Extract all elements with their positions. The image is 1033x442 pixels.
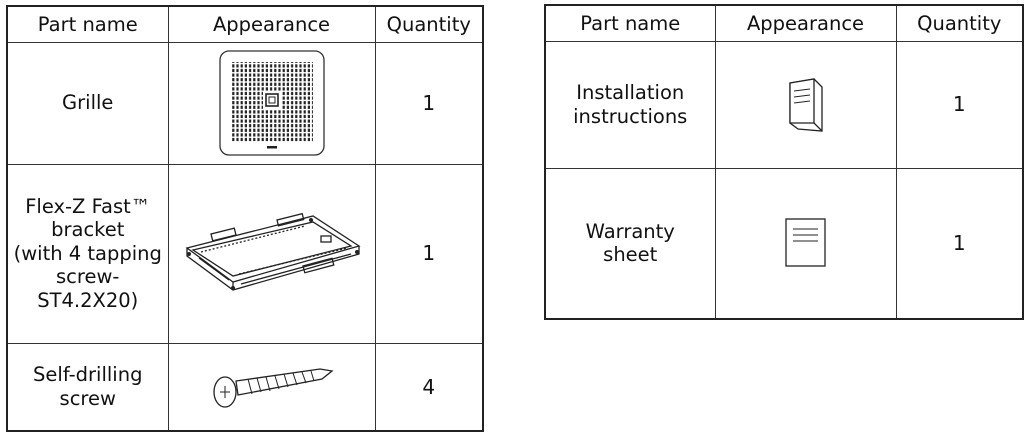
part-name: Grille (62, 91, 114, 115)
appearance-cell (167, 163, 376, 344)
header-quantity: Quantity (895, 4, 1024, 42)
quantity: 1 (422, 241, 436, 266)
table-header-row: Part name Appearance Quantity (544, 4, 1024, 42)
appearance-cell (167, 342, 376, 432)
quantity: 1 (952, 92, 966, 117)
quantity-cell: 1 (895, 40, 1024, 169)
quantity-cell: 1 (895, 167, 1024, 320)
part-name: Installation instructions (573, 81, 688, 128)
quantity: 4 (422, 374, 436, 399)
parts-table-right: Part name Appearance Quantity Installati… (544, 4, 1024, 320)
table-row: Warranty sheet 1 (544, 167, 1024, 320)
table-row: Flex-Z Fast™ bracket (with 4 tapping scr… (6, 163, 484, 344)
quantity-cell: 1 (374, 163, 484, 344)
quantity: 1 (422, 90, 436, 115)
part-name-cell: Installation instructions (544, 40, 716, 169)
header-part-name: Part name (6, 5, 169, 43)
header-part-name: Part name (544, 4, 716, 42)
appearance-cell (714, 40, 897, 169)
part-name-cell: Grille (6, 41, 169, 165)
screw-icon (212, 368, 334, 408)
part-name: Warranty sheet (585, 219, 675, 267)
part-name-cell: Flex-Z Fast™ bracket (with 4 tapping scr… (6, 163, 169, 344)
quantity-cell: 1 (374, 41, 484, 165)
part-name: Self-drilling screw (33, 363, 143, 410)
part-name-cell: Self-drilling screw (6, 342, 169, 432)
sheet-icon (784, 218, 826, 267)
appearance-cell (167, 41, 376, 165)
appearance-cell (714, 167, 897, 320)
header-appearance: Appearance (714, 4, 897, 42)
table-row: Installation instructions 1 (544, 40, 1024, 169)
quantity: 1 (952, 231, 966, 256)
grille-icon (218, 50, 325, 156)
booklet-icon (788, 77, 823, 132)
quantity-cell: 4 (374, 342, 484, 432)
parts-table-left: Part name Appearance Quantity Grille 1 (6, 5, 484, 432)
part-name-cell: Warranty sheet (544, 167, 716, 320)
table-header-row: Part name Appearance Quantity (6, 5, 484, 43)
header-quantity: Quantity (374, 5, 484, 43)
bracket-icon (185, 212, 361, 291)
table-row: Grille 1 (6, 41, 484, 165)
part-name: Flex-Z Fast™ bracket (with 4 tapping scr… (13, 195, 162, 312)
table-row: Self-drilling screw (6, 342, 484, 432)
header-appearance: Appearance (167, 5, 376, 43)
